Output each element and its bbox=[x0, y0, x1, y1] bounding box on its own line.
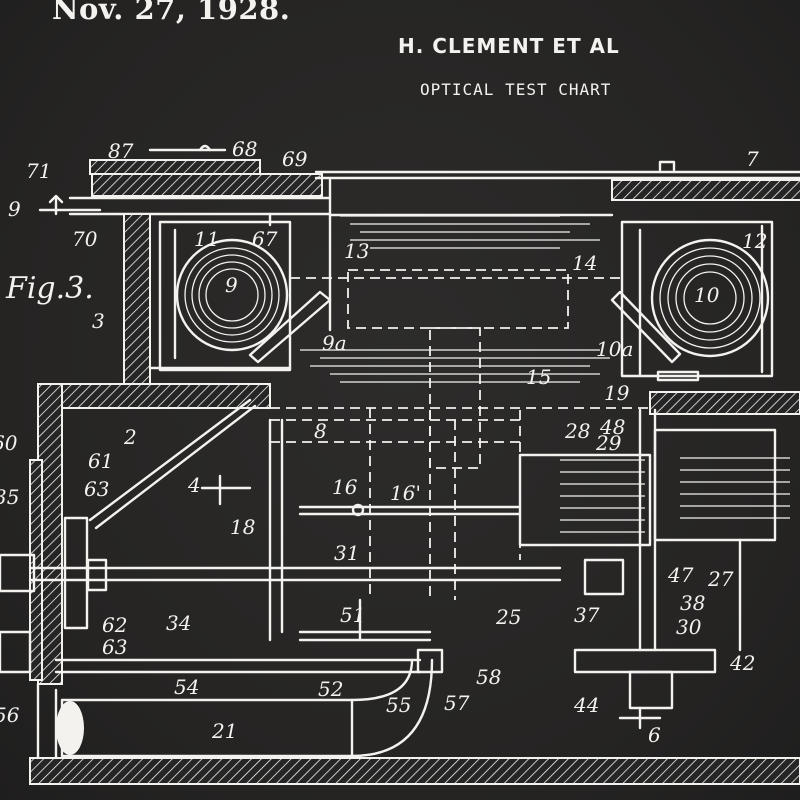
part-label: 68 bbox=[232, 137, 257, 161]
part-label: 2 bbox=[123, 425, 137, 449]
part-label: 13 bbox=[344, 239, 369, 263]
part-label: 69 bbox=[282, 147, 308, 171]
part-label: 67 bbox=[252, 227, 278, 251]
top-right-plate bbox=[314, 160, 800, 332]
part-label: 31 bbox=[334, 541, 359, 565]
part-label: 27 bbox=[707, 567, 734, 591]
part-label: 10 bbox=[694, 283, 720, 307]
part-label: 16' bbox=[390, 481, 421, 505]
inventor-name: H. CLEMENT ET AL bbox=[398, 34, 620, 58]
part-label: 57 bbox=[444, 691, 470, 715]
right-gear-assembly bbox=[518, 391, 800, 710]
part-label: 47 bbox=[667, 563, 694, 587]
part-label: 62 bbox=[102, 613, 127, 637]
patent-title: OPTICAL TEST CHART bbox=[420, 80, 612, 99]
part-label: 51 bbox=[340, 603, 365, 627]
part-label: 16 bbox=[332, 475, 358, 499]
part-label: 42 bbox=[729, 651, 755, 675]
part-label: 15 bbox=[526, 365, 551, 389]
part-label: 11 bbox=[194, 227, 219, 251]
part-label: 63 bbox=[102, 635, 127, 659]
part-label: 29 bbox=[595, 431, 622, 455]
part-label: 71 bbox=[26, 159, 51, 183]
part-label: 54 bbox=[174, 675, 199, 699]
section-arrows bbox=[38, 194, 662, 730]
part-label: 25 bbox=[495, 605, 521, 629]
lower-cylinder bbox=[56, 648, 444, 758]
left-lens-box bbox=[148, 220, 332, 372]
part-label: 28 bbox=[564, 419, 590, 443]
part-label: 56 bbox=[0, 703, 20, 727]
part-label: 6 bbox=[648, 723, 661, 747]
part-label: 35 bbox=[0, 485, 19, 509]
part-label: 21 bbox=[211, 719, 237, 743]
part-label: 38 bbox=[680, 591, 705, 615]
part-label: 9 bbox=[8, 197, 21, 221]
patent-date: Nov. 27, 1928. bbox=[52, 0, 291, 26]
part-label: 7 bbox=[746, 147, 759, 171]
part-label: 19 bbox=[604, 381, 630, 405]
part-label: 61 bbox=[88, 449, 113, 473]
part-label: 30 bbox=[676, 615, 702, 639]
part-label: 37 bbox=[574, 603, 600, 627]
part-label: 60 bbox=[0, 431, 18, 455]
part-label: 34 bbox=[166, 611, 191, 635]
central-optics bbox=[270, 215, 760, 600]
part-labels: Fig.3. 87 68 71 69 7 9 70 11 67 13 12 14… bbox=[0, 137, 767, 747]
part-label: 4 bbox=[187, 473, 201, 497]
part-label: 12 bbox=[742, 229, 767, 253]
part-label: 70 bbox=[72, 227, 98, 251]
part-label: 18 bbox=[230, 515, 255, 539]
part-label: 87 bbox=[108, 139, 134, 163]
part-label: 48 bbox=[599, 415, 625, 439]
part-label: 3 bbox=[92, 309, 105, 333]
part-label: 14 bbox=[572, 251, 597, 275]
part-label: 58 bbox=[476, 665, 501, 689]
part-label: 63 bbox=[84, 477, 109, 501]
part-label: 9a bbox=[322, 331, 347, 355]
part-label: 44 bbox=[573, 693, 599, 717]
left-pulley-and-shafts bbox=[0, 398, 562, 681]
part-label: 10a bbox=[596, 337, 633, 361]
figure-label: Fig.3. bbox=[5, 271, 94, 306]
part-label: 52 bbox=[318, 677, 343, 701]
part-label: 9 bbox=[225, 273, 238, 297]
top-knob-assembly bbox=[68, 144, 332, 227]
part-label: 55 bbox=[386, 693, 411, 717]
left-housing bbox=[29, 213, 800, 785]
right-lens-box bbox=[610, 220, 774, 382]
part-label: 8 bbox=[314, 419, 327, 443]
